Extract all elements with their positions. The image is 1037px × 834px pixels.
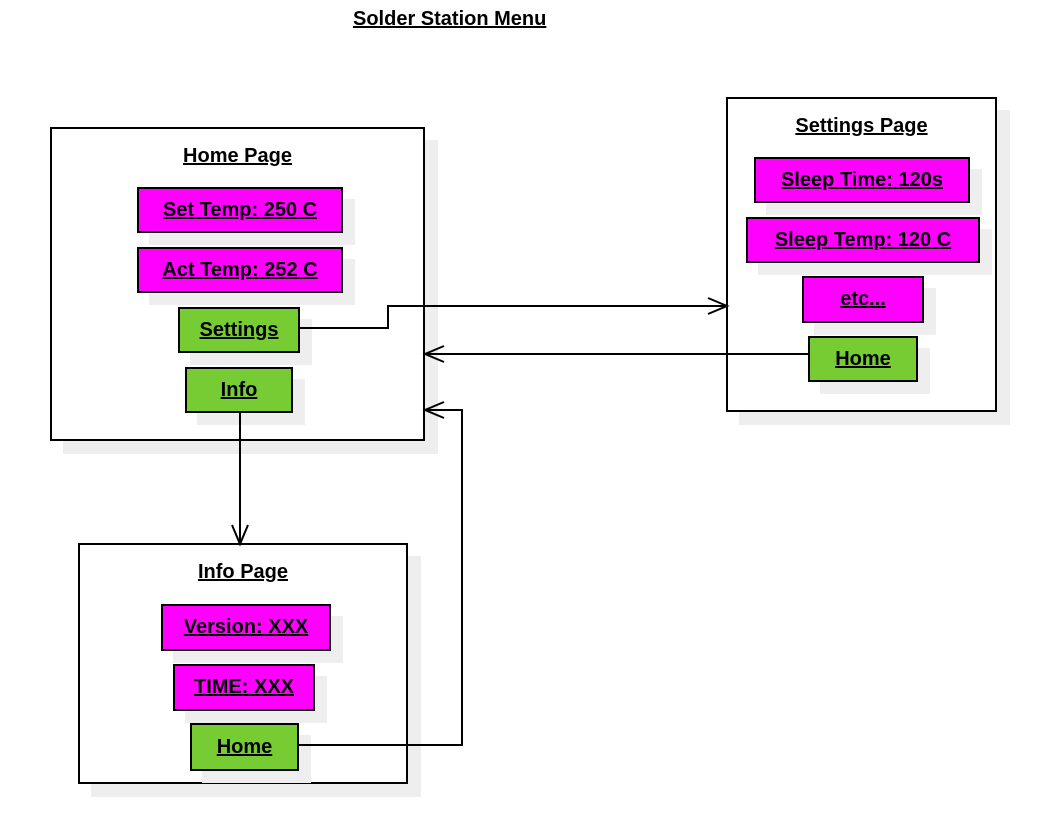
edge-info-home-to-home-page	[297, 409, 463, 746]
arrowhead-home-page-from-info	[422, 401, 445, 419]
set-temp-field: Set Temp: 250 C	[137, 187, 343, 233]
edge-settings-to-settings-page	[298, 305, 727, 329]
arrowhead-home-page-from-settings	[422, 345, 445, 363]
version-field: Version: XXX	[161, 604, 331, 651]
time-field: TIME: XXX	[173, 664, 315, 711]
info-home-button[interactable]: Home	[190, 723, 299, 771]
sleep-time-field: Sleep Time: 120s	[754, 157, 970, 203]
etc-field: etc...	[802, 276, 924, 323]
home-page-box: Home Page Set Temp: 250 C Act Temp: 252 …	[50, 127, 425, 441]
home-page-title: Home Page	[183, 145, 292, 167]
settings-home-button[interactable]: Home	[808, 336, 918, 382]
settings-page-title: Settings Page	[795, 115, 928, 137]
info-page-title: Info Page	[197, 561, 288, 583]
settings-page-box: Settings Page Sleep Time: 120s Sleep Tem…	[726, 97, 997, 412]
settings-button[interactable]: Settings	[178, 307, 300, 353]
info-page-box: Info Page Version: XXX TIME: XXX Home	[78, 543, 408, 784]
info-button[interactable]: Info	[185, 367, 293, 413]
diagram-title: Solder Station Menu	[353, 8, 547, 30]
sleep-temp-field: Sleep Temp: 120 C	[746, 217, 980, 263]
arrowhead-info-page	[231, 524, 249, 547]
act-temp-field: Act Temp: 252 C	[137, 247, 343, 293]
arrowhead-settings-page	[707, 297, 730, 315]
